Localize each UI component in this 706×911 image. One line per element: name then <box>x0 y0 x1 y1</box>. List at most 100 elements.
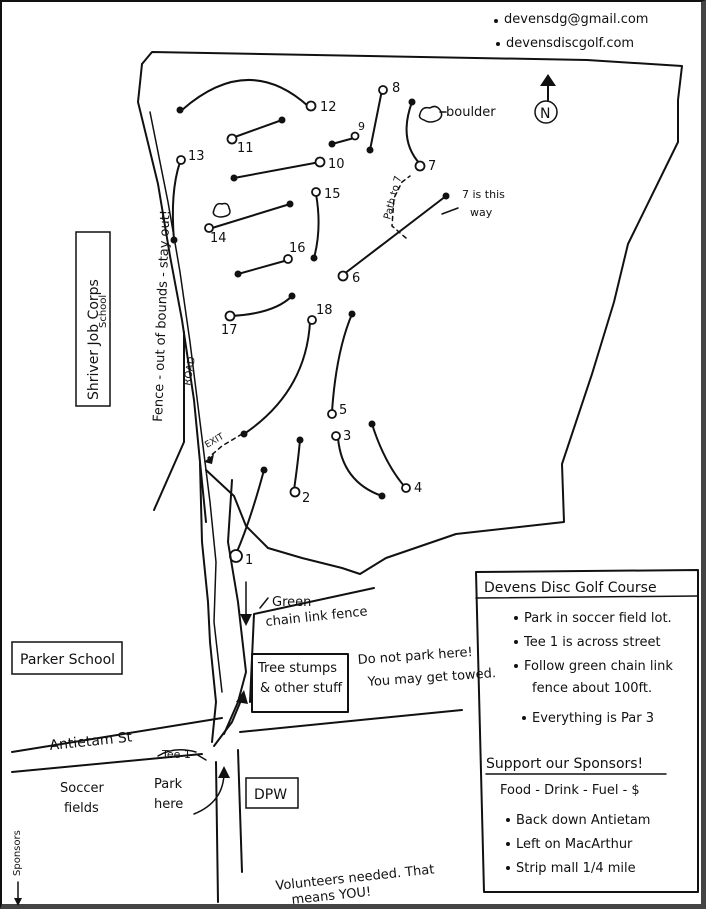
road-label: ROAD <box>182 356 198 387</box>
sponsors-arrow-label: Sponsors <box>12 830 23 876</box>
access-road-east <box>223 479 247 735</box>
sponsors-sub: Food - Drink - Fuel - $ <box>500 783 640 798</box>
path-to-7-label: Path to 7 <box>382 175 404 221</box>
baskets <box>170 98 450 500</box>
tee-4 <box>401 483 411 493</box>
tee1-tag-bracket <box>157 749 197 757</box>
stumps-box <box>251 653 349 713</box>
info-bullet-1: Park in soccer field lot. <box>524 611 672 626</box>
soccer-a: Soccer <box>60 781 104 796</box>
tee-2 <box>289 486 301 498</box>
antietam-label: Antietam St <box>49 729 134 754</box>
direction-2: Left on MacArthur <box>516 837 633 852</box>
access-road <box>199 463 217 743</box>
sponsor-directions: Back down Antietam Left on MacArthur Str… <box>506 813 650 876</box>
dpw-road-right <box>237 749 243 873</box>
hole7-note-b: way <box>470 206 493 219</box>
info-title-rule <box>475 595 699 599</box>
info-title: Devens Disc Golf Course <box>484 580 657 596</box>
info-bullet-3: Follow green chain link <box>524 659 673 674</box>
tee-6 <box>337 270 349 282</box>
hole-14-label: 14 <box>210 231 227 246</box>
tee-11 <box>226 133 238 145</box>
info-bullets: Park in soccer field lot. Tee 1 is acros… <box>514 611 673 726</box>
stumps-a: Tree stumps <box>257 661 337 676</box>
tee-18 <box>307 315 317 325</box>
green-fence-a: Green <box>272 595 311 610</box>
hole-9-label: 9 <box>358 120 365 133</box>
fence-note: Fence - out of bounds - stay out! <box>151 210 173 422</box>
antietam-north <box>11 717 223 753</box>
hole-18-label: 18 <box>316 303 333 318</box>
hole-13-label: 13 <box>188 149 205 164</box>
boulder-marker: boulder <box>418 105 496 123</box>
path-to-7 <box>391 175 411 239</box>
green-fence-pointer <box>259 597 269 609</box>
tee-5 <box>327 409 337 419</box>
dpw-label: DPW <box>254 787 287 803</box>
tee-15 <box>311 187 321 197</box>
tee-10 <box>314 156 326 168</box>
north-arrow: N <box>534 74 558 124</box>
tee1-tag: Tee 1 <box>161 748 191 761</box>
hole-11-label: 11 <box>237 141 254 156</box>
dpw-box <box>245 777 299 809</box>
dpw-road-left <box>215 761 219 903</box>
park-arrow <box>193 771 225 815</box>
no-park-a: Do not park here! <box>357 645 473 668</box>
shriver-box <box>75 231 111 407</box>
north-label: N <box>540 106 550 122</box>
info-bullet-2: Tee 1 is across street <box>523 635 661 650</box>
shriver-sub: School <box>98 295 109 328</box>
info-panel-border <box>475 569 699 893</box>
hole-4-label: 4 <box>414 481 422 496</box>
hole-16-label: 16 <box>289 241 306 256</box>
tee-12 <box>305 100 317 112</box>
no-park-b: You may get towed. <box>366 666 496 690</box>
tee-9 <box>350 131 360 141</box>
tee-8 <box>378 85 388 95</box>
tee-16 <box>283 254 293 264</box>
tee-13 <box>176 155 186 165</box>
hole-6-label: 6 <box>352 271 360 286</box>
entry-arrow <box>213 697 243 747</box>
hole-15-label: 15 <box>324 187 341 202</box>
tee-7 <box>414 160 426 172</box>
info-bullet-4: Everything is Par 3 <box>532 711 654 726</box>
tee-17 <box>224 310 236 322</box>
park-b: here <box>154 797 183 812</box>
tee-markers: 1 2 3 4 5 6 7 8 9 10 11 12 13 14 15 16 1… <box>176 81 436 568</box>
hole-2-label: 2 <box>302 491 310 506</box>
contact-info: devensdg@gmail.com devensdiscgolf.com <box>494 12 648 51</box>
info-bullet-3b: fence about 100ft. <box>532 681 652 696</box>
fairways <box>171 79 447 555</box>
website-text: devensdiscgolf.com <box>506 36 634 51</box>
direction-3: Strip mall 1/4 mile <box>516 861 636 876</box>
antietam-south <box>11 753 203 773</box>
hole-3-label: 3 <box>343 429 351 444</box>
west-line <box>153 331 185 511</box>
hole-12-label: 12 <box>320 100 337 115</box>
tee-3 <box>331 431 341 441</box>
hole-1-label: 1 <box>245 553 253 568</box>
bush-near-14 <box>212 202 231 218</box>
sponsors-title: Support our Sponsors! <box>486 756 643 772</box>
road-center <box>149 111 223 693</box>
course-boundary <box>141 51 683 575</box>
hole-5-label: 5 <box>339 403 347 418</box>
exit-path <box>207 433 243 459</box>
tee-14 <box>204 223 214 233</box>
tee1-pointer <box>195 753 207 761</box>
direction-1: Back down Antietam <box>516 813 650 828</box>
hole7-note-a: 7 is this <box>462 188 505 201</box>
boulder-label: boulder <box>446 105 496 120</box>
hole-10-label: 10 <box>328 157 345 172</box>
shriver-label: Shriver Job Corps <box>86 279 102 400</box>
exit-label: EXIT <box>204 432 227 451</box>
parker-box <box>11 641 123 675</box>
email-text: devensdg@gmail.com <box>504 12 648 27</box>
hole-7-label: 7 <box>428 159 436 174</box>
antietam-east <box>239 709 463 733</box>
